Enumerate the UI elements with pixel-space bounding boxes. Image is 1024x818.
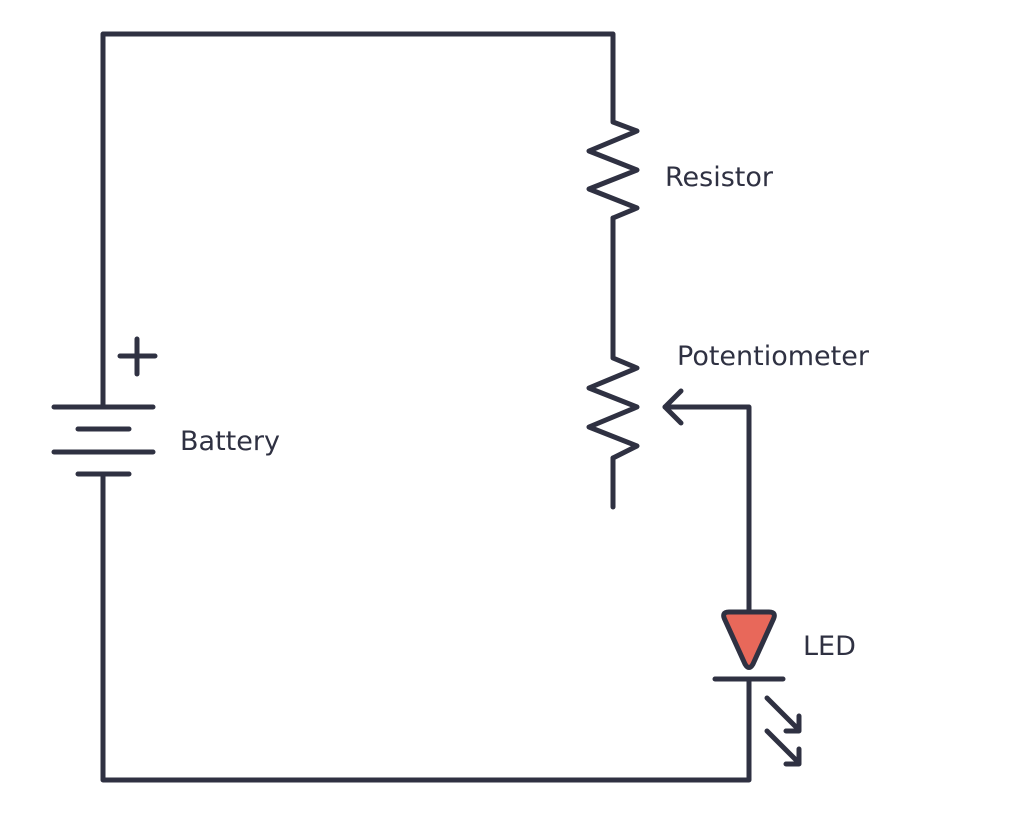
plus-icon: [117, 336, 158, 377]
battery-icon: [51, 404, 156, 477]
wire-wiper-to-led: [662, 404, 752, 615]
led-label: LED: [803, 631, 856, 662]
resistor-icon: [586, 117, 640, 221]
wire-battery-to-resistor: [100, 31, 616, 410]
battery-label: Battery: [180, 426, 280, 457]
light-emission-arrows-icon: [764, 695, 802, 767]
resistor-label: Resistor: [665, 162, 774, 193]
wiper-arrow-icon: [662, 388, 684, 426]
potentiometer-label: Potentiometer: [677, 341, 870, 372]
potentiometer-icon: [586, 353, 640, 461]
wire-led-to-battery: [100, 471, 752, 783]
led-icon: [712, 609, 786, 682]
